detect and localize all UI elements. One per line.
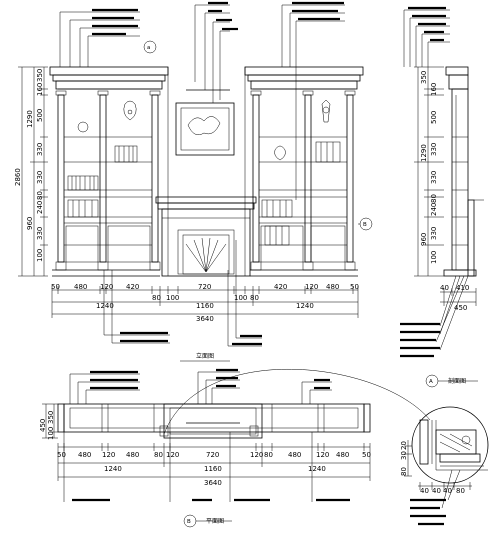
plan-dim-10: 480 xyxy=(288,451,301,459)
leader-lines-plan xyxy=(63,368,350,502)
dim-l3: 500 xyxy=(36,109,44,122)
front-title: 立面图 xyxy=(196,352,214,360)
right-bookcase xyxy=(244,66,364,277)
dim-l4: 330 xyxy=(36,143,44,156)
dim-l2: 160 xyxy=(36,83,44,96)
detail-dim-4: 80 xyxy=(456,487,465,495)
dim-f6: 100 xyxy=(166,294,179,302)
side-dim-b1: 40 xyxy=(440,284,449,292)
side-dim-l5: 330 xyxy=(430,171,438,184)
side-left-dimensions: 350 160 500 330 330 80 240 330 100 1290 … xyxy=(414,66,444,277)
plan-dim-13: 50 xyxy=(362,451,371,459)
front-bottom-dimensions: 50 480 120 420 80 100 720 100 80 420 120… xyxy=(51,283,359,323)
dim-f5: 80 xyxy=(152,294,161,302)
plan-title: 平面图 xyxy=(206,518,224,525)
marker-a-label: A xyxy=(429,379,433,385)
dim-f12: 480 xyxy=(326,283,339,291)
plan-dim-2: 480 xyxy=(78,451,91,459)
marker-b-label: B xyxy=(363,222,367,228)
dim-l-1290: 1290 xyxy=(26,110,34,128)
dim-f9: 80 xyxy=(250,294,259,302)
detail-dim-3: 40 xyxy=(443,487,452,495)
plan-dim-l1: 350 xyxy=(47,411,55,424)
dim-l6: 80 xyxy=(36,191,44,200)
plan-dim-11: 120 xyxy=(316,451,329,459)
side-dim-l7: 240 xyxy=(430,203,438,216)
marker-b-label-plan: B xyxy=(187,519,191,525)
side-dim-1290: 1290 xyxy=(420,144,428,162)
dim-f-1160: 1160 xyxy=(196,302,214,310)
plan-dim-1240a: 1240 xyxy=(104,465,122,473)
detail-callout: 40 40 40 80 20 30 80 xyxy=(400,406,489,526)
dim-l9: 100 xyxy=(36,249,44,262)
detail-dim-1: 40 xyxy=(420,487,429,495)
side-dim-l6: 80 xyxy=(430,194,438,203)
dim-f10: 420 xyxy=(274,283,287,291)
leader-lines-side xyxy=(400,6,469,358)
side-section: 350 160 500 330 330 80 240 330 100 1290 … xyxy=(400,6,484,388)
leader-lines-front-bottom: 立面图 xyxy=(103,240,262,362)
dim-f3: 120 xyxy=(100,283,113,291)
plan-dim-4: 480 xyxy=(126,451,139,459)
plan-dim-l2: 100 xyxy=(47,427,55,440)
dim-f8: 100 xyxy=(234,294,247,302)
plan-dim-total: 3640 xyxy=(204,479,222,487)
leader-lines-front: a xyxy=(59,1,345,200)
side-dim-b-total: 450 xyxy=(454,304,467,312)
detail-dim-l2: 30 xyxy=(400,451,408,460)
dim-f-1240b: 1240 xyxy=(296,302,314,310)
plan-dim-1240b: 1240 xyxy=(308,465,326,473)
detail-dim-2: 40 xyxy=(432,487,441,495)
side-dim-960: 960 xyxy=(420,233,428,246)
svg-text:a: a xyxy=(147,45,150,51)
dim-l7: 240 xyxy=(36,201,44,214)
side-bottom-dimensions: 40 410 450 xyxy=(440,284,477,312)
side-title-block: A 剖面图 xyxy=(425,374,478,388)
front-elevation: a 50 480 120 420 80 100 720 1 xyxy=(14,1,373,362)
plan-dim-12: 480 xyxy=(336,451,349,459)
dim-f7: 720 xyxy=(198,283,211,291)
plan-view: 50 480 120 480 80 120 720 120 80 480 120… xyxy=(39,368,431,528)
detail-dim-l1: 20 xyxy=(400,441,408,450)
dim-l8: 330 xyxy=(36,227,44,240)
left-bookcase xyxy=(49,66,169,277)
dim-f-total: 3640 xyxy=(196,315,214,323)
dim-f2: 480 xyxy=(74,283,87,291)
plan-title-block: B 平面图 xyxy=(183,514,232,528)
side-dim-l4: 330 xyxy=(430,143,438,156)
dim-f4: 420 xyxy=(126,283,139,291)
side-dim-l9: 100 xyxy=(430,251,438,264)
dim-l1: 350 xyxy=(36,69,44,82)
dim-l-total: 2860 xyxy=(14,168,22,186)
centre-fireplace xyxy=(155,67,257,277)
plan-dim-1160: 1160 xyxy=(204,465,222,473)
plan-dim-7: 720 xyxy=(206,451,219,459)
side-dim-l8: 330 xyxy=(430,227,438,240)
plan-dim-9: 80 xyxy=(264,451,273,459)
dim-f13: 50 xyxy=(350,283,359,291)
dim-f-1240a: 1240 xyxy=(96,302,114,310)
plan-dim-6: 120 xyxy=(166,451,179,459)
plan-dim-1: 50 xyxy=(57,451,66,459)
side-dim-b2: 410 xyxy=(456,284,469,292)
front-left-dimensions: 350 160 500 330 330 80 240 330 100 1290 … xyxy=(14,66,48,277)
side-dim-l2: 160 xyxy=(430,83,438,96)
plan-dim-3: 120 xyxy=(102,451,115,459)
plan-dimensions: 50 480 120 480 80 120 720 120 80 480 120… xyxy=(39,403,371,487)
plan-dim-5: 80 xyxy=(154,451,163,459)
dim-l5: 330 xyxy=(36,171,44,184)
detail-dim-l3: 80 xyxy=(400,467,408,476)
plan-dim-8: 120 xyxy=(250,451,263,459)
section-marker-b-front: B xyxy=(358,217,373,231)
dim-f11: 120 xyxy=(305,283,318,291)
side-dim-l1: 350 xyxy=(420,71,428,84)
dim-l-960: 960 xyxy=(26,217,34,230)
dim-f1: 50 xyxy=(51,283,60,291)
side-dim-l3: 500 xyxy=(430,111,438,124)
plan-dim-l-total: 450 xyxy=(39,419,47,432)
